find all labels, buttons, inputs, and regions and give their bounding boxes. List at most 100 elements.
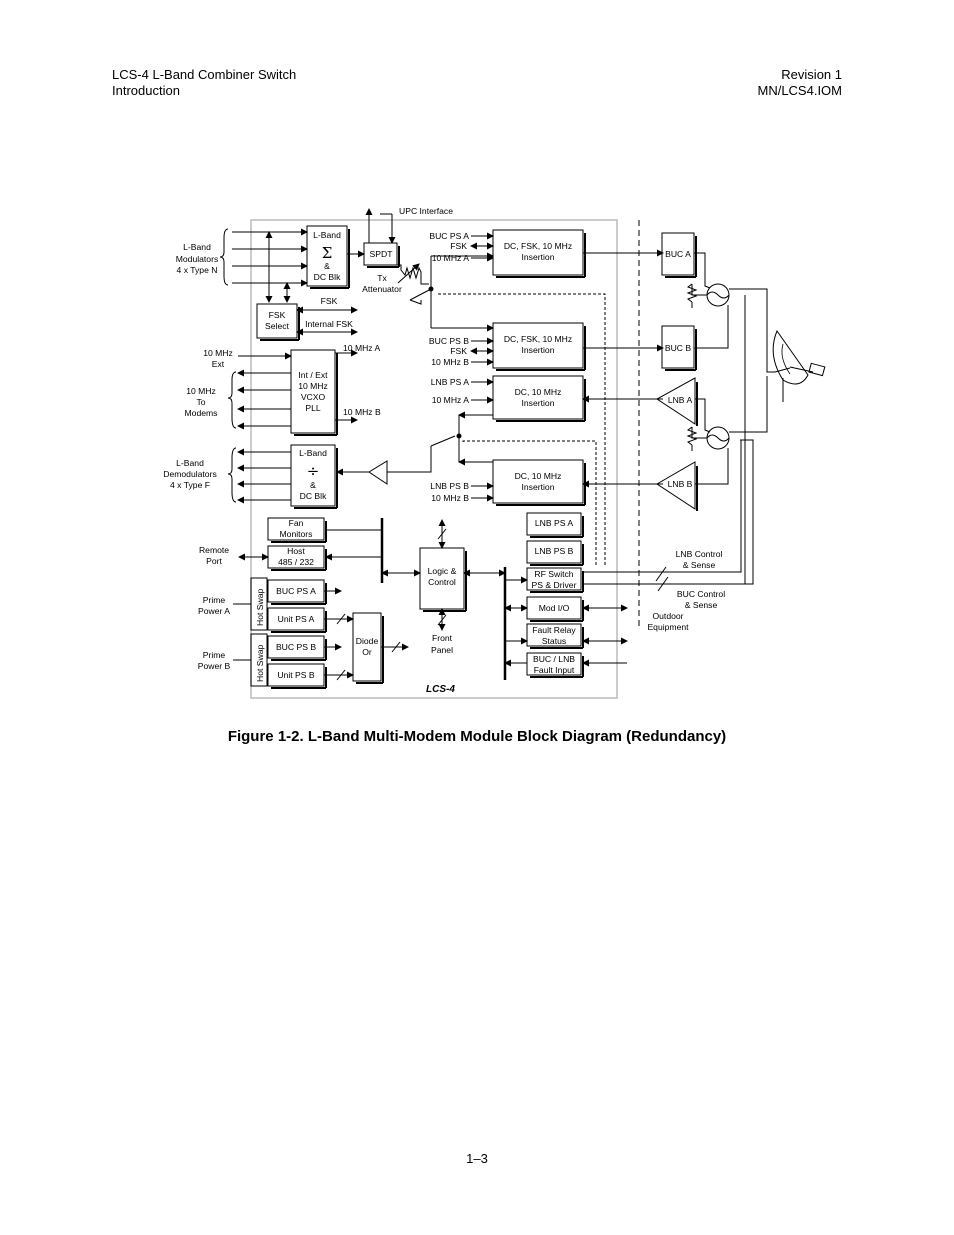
logic-control-label: Control	[428, 577, 456, 587]
internal-fsk-label: Internal FSK	[305, 319, 353, 329]
lband-combiner	[306, 225, 348, 287]
insertion-d-label: Insertion	[522, 482, 555, 492]
fault-relay-label: Status	[542, 636, 566, 646]
buc-b-label: BUC B	[665, 343, 692, 353]
ins-c-input-label: LNB PS A	[431, 377, 469, 387]
insertion-c-label: Insertion	[522, 398, 555, 408]
ins-d-input-label: 10 MHz B	[431, 493, 469, 503]
buc-control-label: & Sense	[685, 600, 718, 610]
ins-c-input-label: 10 MHz A	[432, 395, 470, 405]
prime-power-a-label: Power A	[198, 606, 230, 616]
vcxo-label: PLL	[305, 403, 321, 413]
header-left: LCS-4 L-Band Combiner Switch Introductio…	[112, 67, 296, 99]
ins-a-input-label: 10 MHz A	[432, 253, 470, 263]
vcxo-label: 10 MHz	[298, 381, 328, 391]
divider-label: L-Band	[299, 448, 327, 458]
fan-monitors-box	[267, 517, 325, 541]
vcxo-label: Int / Ext	[298, 370, 328, 380]
lnb-ps-b-box	[526, 540, 582, 564]
lnb-a-label: LNB A	[668, 395, 693, 405]
ext-10mhz-label: Ext	[212, 359, 225, 369]
insertion-c-label: DC, 10 MHz	[515, 387, 562, 397]
buc-b-box	[661, 325, 695, 369]
insertion-a-label: DC, FSK, 10 MHz	[504, 241, 572, 251]
ins-b-input-label: 10 MHz B	[431, 357, 469, 367]
lband-mod-label: 4 x Type N	[177, 265, 218, 275]
lband-demod-label: 4 x Type F	[170, 480, 210, 490]
tx-attenuator-label: Attenuator	[362, 284, 402, 294]
host-label: Host	[287, 546, 305, 556]
fsk-select-box	[256, 303, 298, 339]
lband-mod-label: Modulators	[176, 254, 219, 264]
prime-power-a-label: Prime	[203, 595, 226, 605]
vcxo-label: VCXO	[301, 392, 326, 402]
outdoor-equipment-label: Equipment	[647, 622, 689, 632]
lband-mod-label: L-Band	[183, 242, 211, 252]
lnb-a-triangle	[656, 377, 696, 425]
ins-b-input-label: FSK	[450, 346, 467, 356]
buc-lnb-fault-label: BUC / LNB	[533, 654, 575, 664]
lnb-ps-a-label: LNB PS A	[535, 518, 573, 528]
fault-relay-label: Fault Relay	[532, 625, 576, 635]
buc-ps-b-label: BUC PS B	[276, 642, 316, 652]
ten-mhz-b-label: 10 MHz B	[343, 407, 381, 417]
combiner-amp: &	[324, 261, 330, 271]
buc-lnb-fault-box	[526, 652, 582, 676]
divider-dcblk: DC Blk	[300, 491, 327, 501]
lcs4-enclosure	[250, 219, 618, 699]
insertion-a-label: Insertion	[522, 252, 555, 262]
hot-swap-a-label: Hot Swap	[255, 589, 265, 626]
host-label: 485 / 232	[278, 557, 314, 567]
buc-a-label: BUC A	[665, 249, 691, 259]
vcxo-box	[290, 349, 336, 434]
rx-amplifier	[368, 460, 388, 485]
insertion-b-label: DC, FSK, 10 MHz	[504, 334, 572, 344]
lnb-ps-b-label: LNB PS B	[535, 546, 574, 556]
rf-switch-label: PS & Driver	[532, 580, 577, 590]
prime-power-b-label: Power B	[198, 661, 231, 671]
doc-number: MN/LCS4.IOM	[757, 83, 842, 98]
buc-ps-a-label: BUC PS A	[276, 586, 316, 596]
ins-b-input-label: BUC PS B	[429, 336, 469, 346]
enclosure-label: LCS-4	[426, 684, 455, 695]
insertion-d-label: DC, 10 MHz	[515, 471, 562, 481]
combiner-dcblk: DC Blk	[314, 272, 341, 282]
front-panel-label: Panel	[431, 645, 453, 655]
sigma-symbol: Σ	[322, 244, 333, 262]
satellite-dish	[772, 329, 826, 402]
section-title: Introduction	[112, 83, 180, 98]
ten-mhz-a-label: 10 MHz A	[343, 343, 381, 353]
lnb-b-triangle	[656, 461, 696, 510]
lband-demod-label: L-Band	[176, 458, 204, 468]
upc-interface-label: UPC Interface	[399, 206, 453, 216]
spdt-box	[363, 242, 398, 266]
to-modems-label: Modems	[185, 408, 218, 418]
remote-port-label: Remote	[199, 545, 229, 555]
fan-monitors-label: Fan	[289, 518, 304, 528]
combiner-label: L-Band	[313, 230, 341, 240]
ins-a-input-label: BUC PS A	[429, 231, 469, 241]
ins-d-input-label: LNB PS B	[430, 481, 469, 491]
ins-a-input-label: FSK	[450, 241, 467, 251]
lnb-b-label: LNB B	[668, 479, 693, 489]
fsk-select-label: Select	[265, 321, 289, 331]
diode-or-label: Diode	[356, 636, 379, 646]
mod-io-label: Mod I/O	[539, 603, 570, 613]
rf-switch-box	[526, 567, 582, 591]
insertion-b-box	[492, 322, 584, 369]
front-panel-label: Front	[432, 633, 453, 643]
revision: Revision 1	[781, 67, 842, 82]
spdt-label: SPDT	[370, 249, 394, 259]
insertion-b-label: Insertion	[522, 345, 555, 355]
lband-divider	[290, 444, 336, 507]
divide-symbol: ÷	[307, 462, 320, 480]
unit-ps-b-label: Unit PS B	[277, 670, 315, 680]
buc-lnb-fault-label: Fault Input	[534, 665, 575, 675]
remote-port-label: Port	[206, 556, 222, 566]
buc-a-box	[661, 232, 695, 276]
lnb-control-label: & Sense	[683, 560, 716, 570]
doc-title: LCS-4 L-Band Combiner Switch	[112, 67, 297, 82]
outdoor-equipment-label: Outdoor	[652, 611, 683, 621]
header-right: Revision 1 MN/LCS4.IOM	[757, 67, 842, 99]
